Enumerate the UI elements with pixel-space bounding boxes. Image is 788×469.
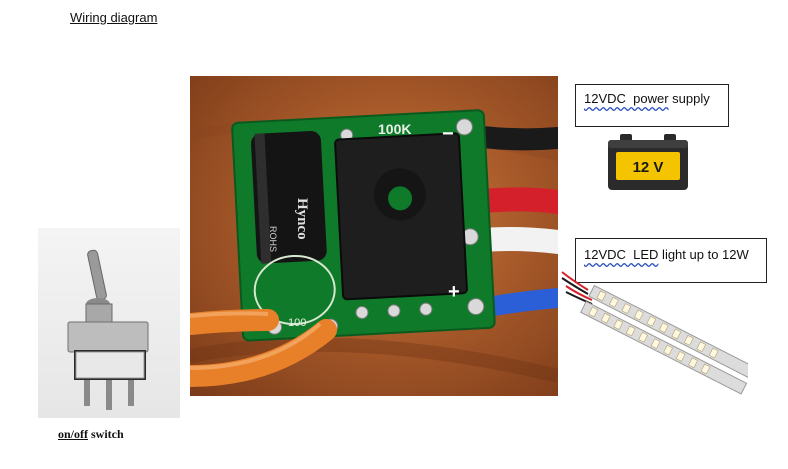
resistor-label: 100K: [378, 121, 411, 137]
power-supply-callout: 12VDC power supply: [575, 84, 729, 127]
psu-supply: supply: [668, 91, 710, 106]
pad-label: 100: [288, 317, 306, 329]
battery-voltage-label: 12 V: [633, 159, 664, 176]
switch-caption-onoff: on/off: [58, 427, 88, 441]
toggle-switch-photo: [38, 228, 180, 418]
led-voltage: 12VDC: [584, 247, 626, 262]
capacitor-rohs: ROHS: [268, 226, 278, 252]
minus-sign: −: [442, 123, 454, 145]
led-strip-image: [558, 268, 756, 400]
orange-wire-1: [190, 309, 279, 335]
switch-caption: on/off switch: [58, 427, 124, 442]
battery-image: 12 V: [598, 126, 698, 198]
toggle-switch-illustration: [67, 249, 149, 410]
capacitor-label: Hynco: [294, 198, 310, 240]
psu-power: power: [625, 91, 669, 106]
plus-sign: +: [448, 281, 460, 303]
page-title: Wiring diagram: [70, 10, 158, 25]
led-strip-illustration: [561, 271, 756, 395]
orange-wire-2: [190, 319, 337, 387]
led-light-callout: 12VDC LED light up to 12W: [575, 238, 767, 283]
battery-illustration: 12 V: [608, 134, 688, 190]
psu-voltage: 12VDC: [584, 91, 626, 106]
circuit-board-photo: 100K Hynco ROHS 100 − +: [190, 76, 558, 396]
led-led: LED: [625, 247, 659, 262]
switch-caption-switch: switch: [88, 427, 124, 441]
circuit-board-illustration: 100K Hynco ROHS 100 − +: [190, 109, 558, 387]
capacitor: [251, 130, 327, 264]
led-rating: light up to 12W: [658, 247, 749, 262]
